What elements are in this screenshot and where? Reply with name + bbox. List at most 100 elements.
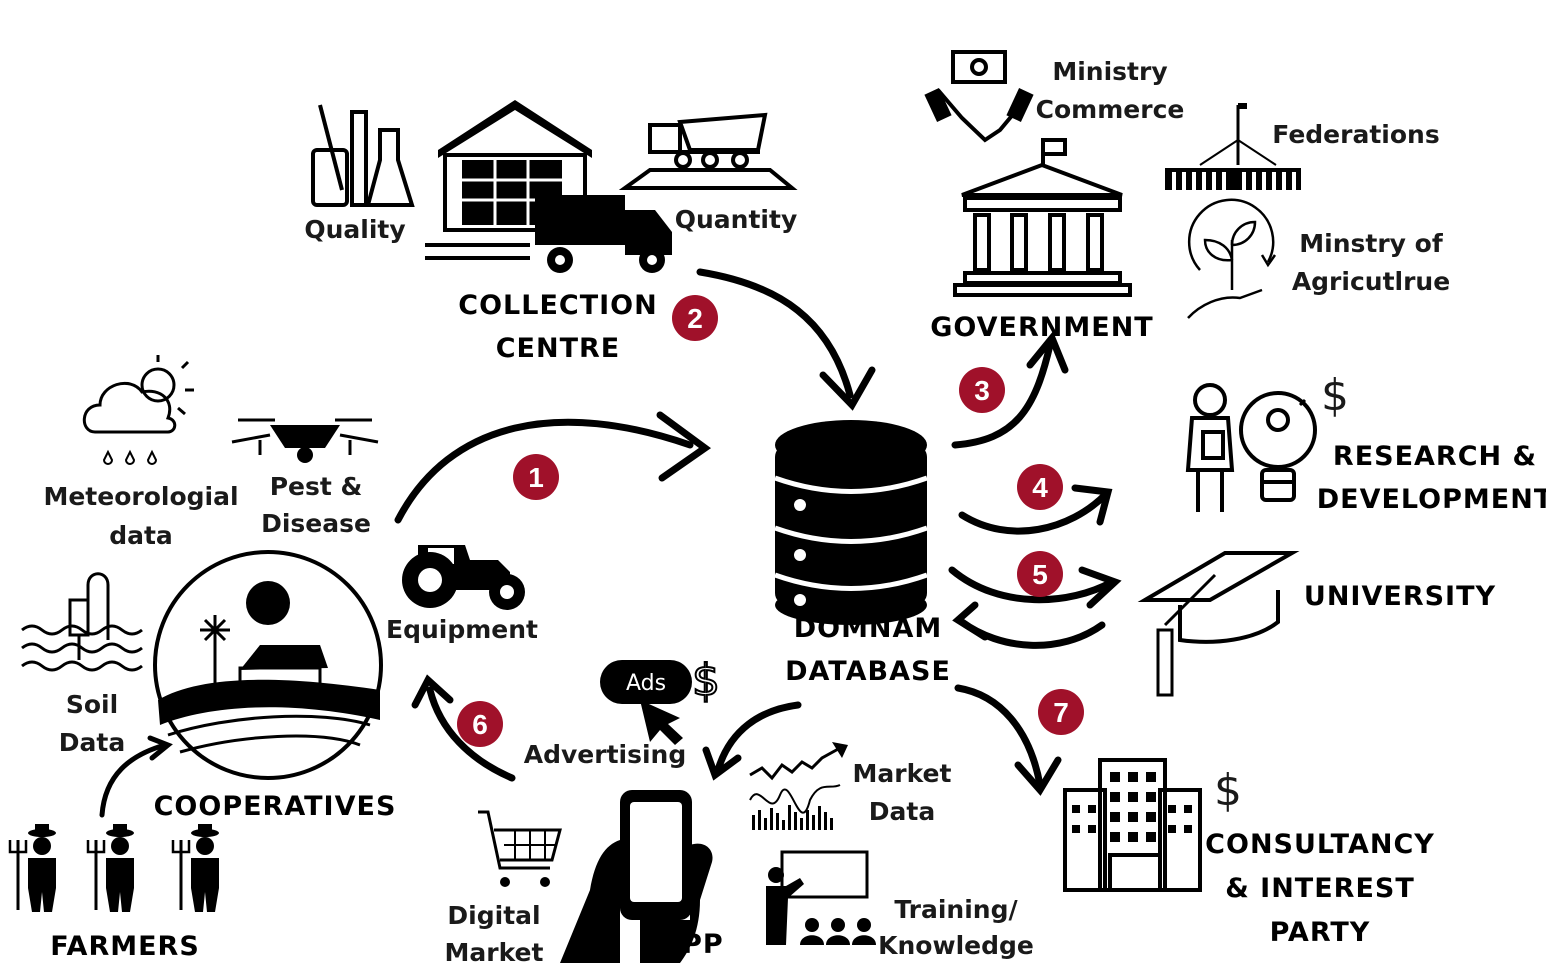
ministry-commerce-label-2: Commerce	[1036, 95, 1185, 124]
ads-dollar-icon: $	[692, 655, 720, 706]
ministry-agriculture-label-2: Agricutlrue	[1292, 267, 1450, 296]
soil-label-1: Soil	[66, 690, 118, 719]
svg-text:3: 3	[974, 375, 990, 406]
farmer-icon	[8, 824, 56, 912]
svg-text:5: 5	[1032, 559, 1048, 590]
researcher-idea-icon	[1185, 383, 1317, 512]
consultancy-title-1: CONSULTANCY	[1205, 829, 1435, 860]
svg-text:7: 7	[1053, 697, 1069, 728]
arrow-db-app	[714, 701, 802, 774]
quality-label: Quality	[304, 215, 405, 244]
federations-label: Federations	[1272, 120, 1439, 149]
arrow-3	[951, 341, 1054, 449]
research-title-1: RESEARCH &	[1333, 441, 1537, 472]
farmer-icon	[86, 824, 134, 912]
graduation-cap-icon	[1137, 551, 1300, 697]
ads-cursor-icon: Ads $	[600, 654, 721, 745]
arrow-5-return-head	[952, 601, 989, 641]
weather-cloud-icon	[82, 355, 194, 465]
arrow-3-head	[1026, 331, 1069, 374]
svg-text:2: 2	[687, 303, 703, 334]
step-badge-5: 5	[1017, 551, 1063, 597]
database-icon	[774, 420, 928, 625]
digital-market-label-2: Market	[445, 938, 544, 963]
step-badge-3: 3	[959, 367, 1005, 413]
app-title: APP	[660, 929, 723, 960]
arrow-7	[954, 684, 1044, 789]
consultancy-dollar-icon: $	[1214, 765, 1242, 816]
pest-label-2: Disease	[261, 509, 371, 538]
svg-text:6: 6	[472, 709, 488, 740]
farm-landscape-icon	[153, 550, 383, 780]
quantity-label: Quantity	[675, 205, 798, 234]
collection-centre-title-1: COLLECTION	[458, 290, 657, 321]
arrow-5-head	[1078, 566, 1122, 609]
advertising-label: Advertising	[524, 740, 687, 769]
digital-market-label-1: Digital	[447, 901, 540, 930]
farmer-icon	[171, 824, 219, 912]
ministry-commerce-label-1: Ministry	[1052, 57, 1167, 86]
meteo-label-2: data	[109, 521, 173, 550]
step-badges: 1 2 3 4 5 6 7	[457, 295, 1084, 747]
training-presentation-icon	[766, 850, 876, 945]
arrow-1	[394, 418, 694, 524]
meteo-label-1: Meteorologial	[43, 482, 238, 511]
arrow-1-head	[656, 411, 712, 482]
handshake-money-icon	[924, 50, 1034, 143]
cooperatives-title: COOPERATIVES	[154, 791, 397, 822]
soil-label-2: Data	[59, 728, 125, 757]
pest-label-1: Pest &	[270, 472, 363, 501]
government-title: GOVERNMENT	[930, 312, 1153, 343]
government-building-icon	[953, 138, 1132, 297]
phone-hand-icon	[560, 790, 713, 963]
lab-flask-icon	[311, 104, 415, 207]
arrow-2-head	[819, 366, 876, 411]
parliament-house-icon	[1165, 103, 1301, 190]
step-badge-2: 2	[672, 295, 718, 341]
arrow-farmers-head	[147, 735, 173, 761]
market-data-label-1: Market	[853, 759, 952, 788]
arrow-2	[696, 268, 854, 399]
arrow-7-head	[1014, 756, 1062, 796]
step-badge-1: 1	[513, 454, 559, 500]
step-badge-4: 4	[1017, 464, 1063, 510]
market-chart-icon	[749, 742, 848, 830]
arrow-db-app-head	[702, 746, 742, 781]
soil-sensor-icon	[21, 572, 143, 672]
training-label-1: Training/	[894, 895, 1018, 924]
flow-arrows	[99, 268, 1122, 818]
arrow-4	[958, 491, 1109, 535]
farmers-title: FARMERS	[50, 931, 200, 962]
rd-dollar-icon: $	[1321, 370, 1349, 421]
shopping-cart-icon	[478, 810, 562, 887]
drone-icon	[231, 418, 379, 463]
arrow-4-head	[1071, 484, 1113, 526]
consultancy-title-2: & INTEREST	[1225, 873, 1415, 904]
ministry-agriculture-label-1: Minstry of	[1299, 229, 1444, 258]
collection-centre-title-2: CENTRE	[496, 333, 621, 364]
dump-truck-icon	[618, 112, 798, 190]
research-title-2: DEVELOPMENT	[1317, 484, 1546, 515]
arrow-5	[948, 566, 1116, 604]
university-title: UNIVERSITY	[1304, 581, 1496, 612]
market-data-label-2: Data	[869, 797, 935, 826]
database-title-2: DATABASE	[785, 656, 951, 687]
arrow-6	[426, 686, 516, 782]
plant-hand-icon	[1187, 198, 1277, 319]
consultancy-title-3: PARTY	[1270, 917, 1371, 948]
tractor-icon	[402, 545, 525, 610]
arrow-farmers	[99, 742, 168, 818]
ads-text: Ads	[626, 671, 666, 696]
office-buildings-icon	[1063, 758, 1202, 892]
step-badge-6: 6	[457, 701, 503, 747]
arrow-6-head	[411, 674, 454, 709]
step-badge-7: 7	[1038, 689, 1084, 735]
svg-text:4: 4	[1032, 472, 1048, 503]
database-title-1: DOMNAM	[794, 613, 943, 644]
equipment-label: Equipment	[386, 615, 538, 644]
svg-text:1: 1	[528, 462, 544, 493]
farmers-group-icon	[8, 824, 219, 912]
training-label-2: Knowledge	[878, 931, 1034, 960]
warehouse-icon	[425, 100, 672, 273]
